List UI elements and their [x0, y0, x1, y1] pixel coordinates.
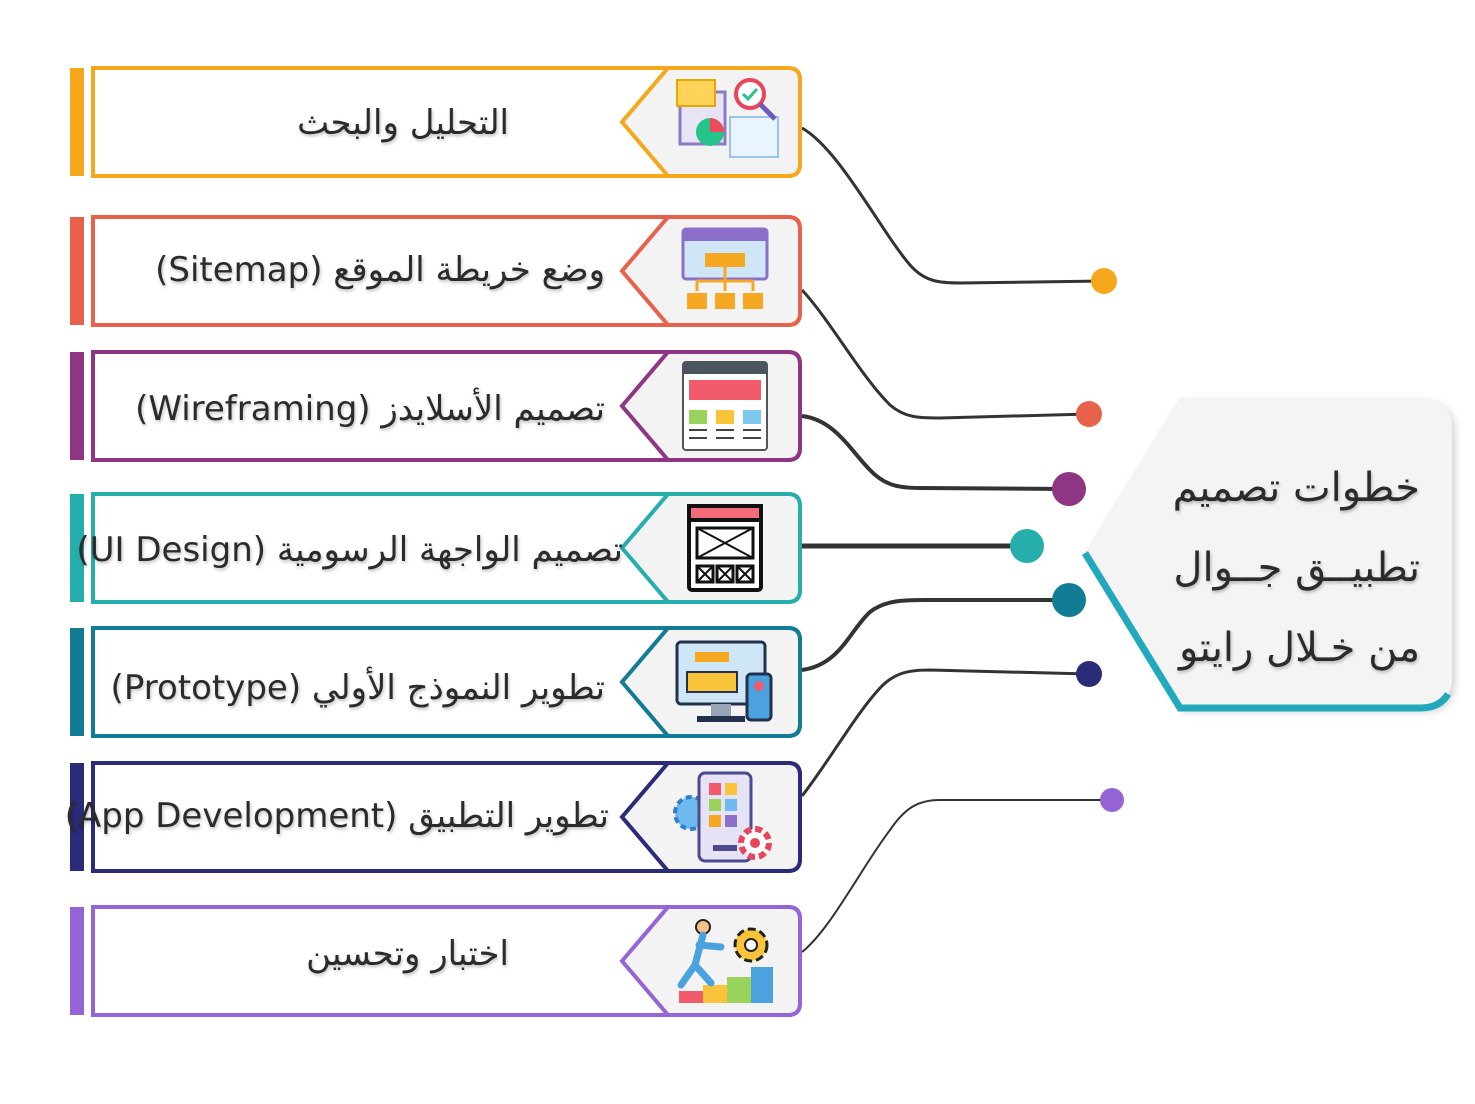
title-shape [1082, 397, 1452, 712]
connector-dot-5 [1052, 583, 1086, 617]
step-label-app-development: تطوير التطبيق (App Development) [64, 796, 609, 836]
step-card-5 [70, 626, 802, 738]
analytics-report-icon [676, 78, 779, 158]
connector-dot-3 [1052, 472, 1086, 506]
step-accent-bar [70, 68, 84, 176]
title-line-3: من خـلال رايتو [1179, 625, 1420, 671]
step-card-6 [70, 761, 802, 873]
step-label-analysis: التحليل والبحث [297, 103, 509, 143]
connector-dot-1 [1091, 268, 1117, 294]
step-cards [70, 66, 802, 1017]
step-label-sitemap: وضع خريطة الموقع (Sitemap) [155, 250, 605, 290]
step-accent-bar [70, 217, 84, 325]
step-label-prototype: تطوير النموذج الأولي (Prototype) [110, 668, 605, 708]
step-accent-bar [70, 628, 84, 736]
step-card-2 [70, 215, 802, 327]
step-card-4 [70, 492, 802, 604]
step-label-wireframing: تصميم الأسلايدز (Wireframing) [135, 389, 605, 429]
step-accent-bar [70, 352, 84, 460]
testing-improvement-icon [677, 919, 773, 1003]
step-card-1 [70, 66, 802, 178]
step-label-ui-design: تصميم الواجهة الرسومية (UI Design) [76, 530, 623, 570]
connector-dot-7 [1100, 788, 1124, 812]
sitemap-icon [681, 227, 769, 309]
connector-dot-4 [1010, 529, 1044, 563]
step-card-7 [70, 905, 802, 1017]
diagram-title: خطوات تصميم تطبيــق جــوال من خـلال رايت… [1150, 448, 1420, 688]
step-card-3 [70, 350, 802, 462]
connector-dot-2 [1076, 401, 1102, 427]
title-line-1: خطوات تصميم [1172, 465, 1420, 511]
wireframe-icon [682, 361, 768, 451]
step-label-testing: اختبار وتحسين [306, 934, 509, 974]
connectors [800, 126, 1112, 953]
prototype-devices-icon [675, 640, 773, 722]
ui-design-window-icon [687, 504, 763, 592]
step-accent-bar [70, 907, 84, 1015]
connector-dot-6 [1076, 661, 1102, 687]
step-accent-bar [70, 494, 84, 602]
app-development-icon [673, 771, 772, 863]
connector-dots [1010, 268, 1124, 812]
step-accent-bar [70, 763, 84, 871]
title-line-2: تطبيــق جــوال [1173, 545, 1420, 591]
